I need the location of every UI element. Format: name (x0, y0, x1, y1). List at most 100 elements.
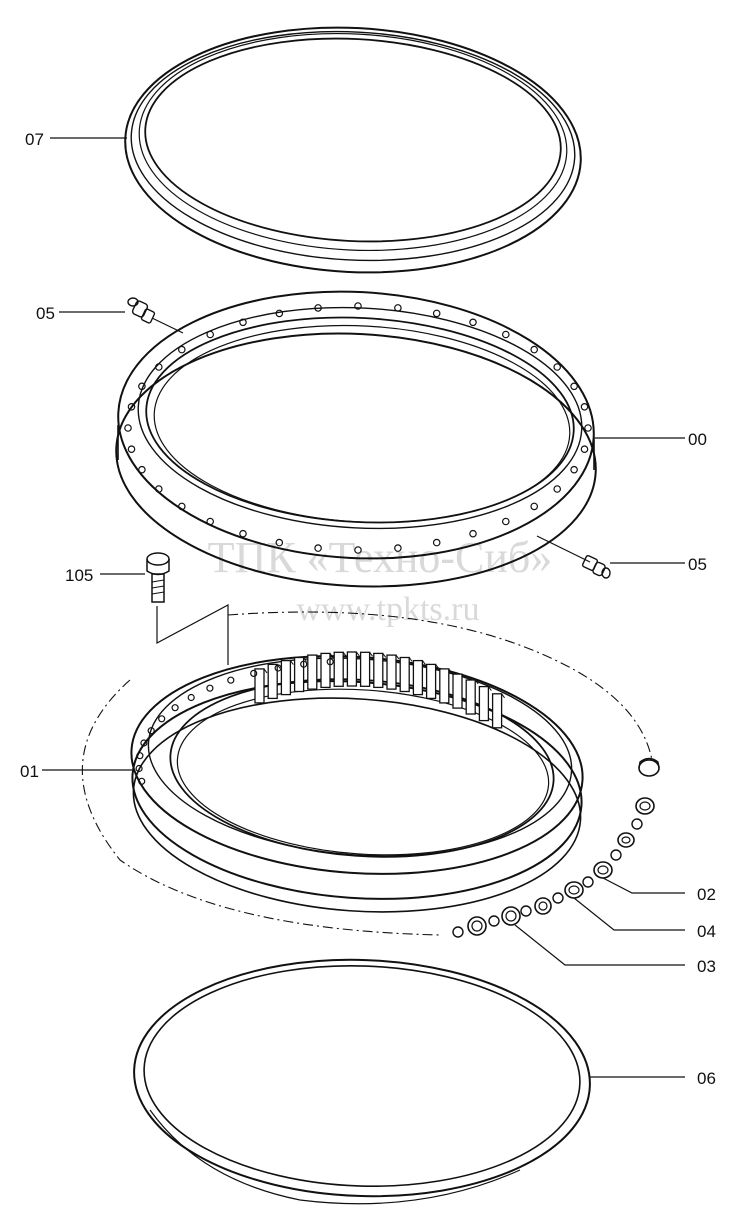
gear-tooth (491, 693, 503, 729)
bolt-hole (501, 517, 510, 526)
bolt-holes-01 (135, 658, 334, 785)
gear-teeth (254, 651, 506, 729)
leader-lines (42, 137, 685, 1078)
gear-tooth (412, 659, 424, 696)
gear-tooth-edge (369, 651, 374, 657)
bolt-hole (275, 538, 284, 547)
gear-tooth (320, 652, 331, 689)
gear-tooth-edge (263, 668, 268, 674)
bolt-hole (300, 660, 308, 668)
assembly-path-upper (227, 611, 653, 761)
gear-tooth (452, 673, 463, 709)
gear-tooth (267, 663, 278, 700)
callout-105: 105 (65, 566, 93, 585)
bolt-hole (178, 502, 186, 511)
bolt-hole (138, 382, 146, 391)
gear-tooth-edge (461, 673, 466, 679)
bolt-hole (553, 485, 562, 493)
inner-race-gear-01 (130, 651, 584, 913)
gear-tooth (359, 651, 371, 687)
gear-tooth-edge (329, 653, 334, 658)
gear-tooth-edge (395, 654, 400, 660)
bolt-hole (136, 752, 144, 760)
callout-05-right: 05 (688, 555, 707, 574)
bolt-hole (394, 544, 402, 552)
callout-07: 07 (25, 130, 44, 149)
bolt-hole (326, 658, 334, 666)
gear-tooth-edge (501, 693, 506, 699)
bolt-hole (580, 402, 589, 411)
grease-nipple-05-right (536, 535, 611, 579)
bolt-hole (354, 302, 362, 310)
gear-tooth (333, 651, 344, 687)
bolt-hole (127, 445, 136, 454)
bolt-hole (138, 777, 146, 785)
gear-tooth (373, 652, 384, 689)
bolt-hole (530, 502, 539, 511)
bolt-hole (275, 309, 284, 318)
gear-tooth (478, 685, 490, 722)
callout-06: 06 (697, 1069, 716, 1088)
bolt-hole (580, 445, 589, 454)
gear-tooth-edge (435, 664, 440, 669)
bolt-hole (570, 465, 578, 474)
bolt-hole (135, 764, 143, 773)
gear-tooth-edge (382, 653, 387, 658)
callout-04: 04 (697, 922, 716, 941)
bolt-hole (158, 715, 166, 723)
gear-tooth (465, 679, 476, 715)
bolt-hole (314, 544, 322, 552)
bolt-hole (469, 529, 477, 538)
bolt-hole (584, 424, 592, 432)
gear-tooth-edge (355, 651, 360, 657)
bolt-hole (206, 517, 215, 526)
bolt-hole (274, 664, 282, 672)
callout-03: 03 (697, 957, 716, 976)
gear-tooth (439, 668, 450, 704)
gear-tooth (307, 654, 318, 690)
bolt-hole (530, 345, 539, 354)
gear-tooth-edge (421, 660, 426, 665)
gear-tooth-edge (303, 657, 308, 662)
gear-tooth-edge (316, 654, 321, 660)
bolt-hole (147, 727, 155, 735)
seal-06 (133, 958, 591, 1205)
bolt-105 (146, 552, 229, 665)
gear-tooth-edge (487, 686, 492, 691)
assembly-path-lower (81, 679, 441, 936)
bolt-hole (227, 676, 235, 684)
gear-tooth (254, 668, 265, 704)
bolt-hole (239, 529, 247, 538)
bolt-hole (187, 693, 195, 702)
bolt-hole (432, 538, 441, 547)
callout-02: 02 (697, 885, 716, 904)
watermark-url: www.tpkts.ru (297, 591, 480, 628)
bolt-hole (155, 363, 163, 371)
gear-tooth-edge (448, 668, 453, 674)
grease-nipple-05-top (127, 297, 184, 334)
bolt-hole (469, 318, 477, 327)
bolt-hole (206, 330, 215, 339)
bolt-hole (127, 402, 136, 411)
bolt-hole (314, 304, 322, 312)
bolt-hole (171, 704, 179, 712)
bolt-hole (553, 363, 562, 371)
bolt-hole (354, 546, 362, 554)
bolt-hole (138, 465, 146, 474)
bolt-holes-00 (124, 302, 592, 554)
gear-tooth-edge (342, 651, 347, 657)
seal-ring-07 (124, 26, 582, 274)
gear-tooth (399, 656, 410, 693)
gear-tooth (346, 651, 358, 687)
callout-01: 01 (20, 762, 39, 781)
gear-tooth (293, 656, 305, 693)
outer-race-00 (115, 290, 597, 588)
bolt-hole (570, 382, 578, 391)
bolt-hole (394, 304, 402, 312)
gear-tooth-edge (289, 660, 294, 665)
bolt-hole (501, 330, 510, 339)
bolt-hole (239, 318, 247, 327)
bolt-hole (140, 739, 148, 747)
gear-tooth (425, 663, 437, 700)
